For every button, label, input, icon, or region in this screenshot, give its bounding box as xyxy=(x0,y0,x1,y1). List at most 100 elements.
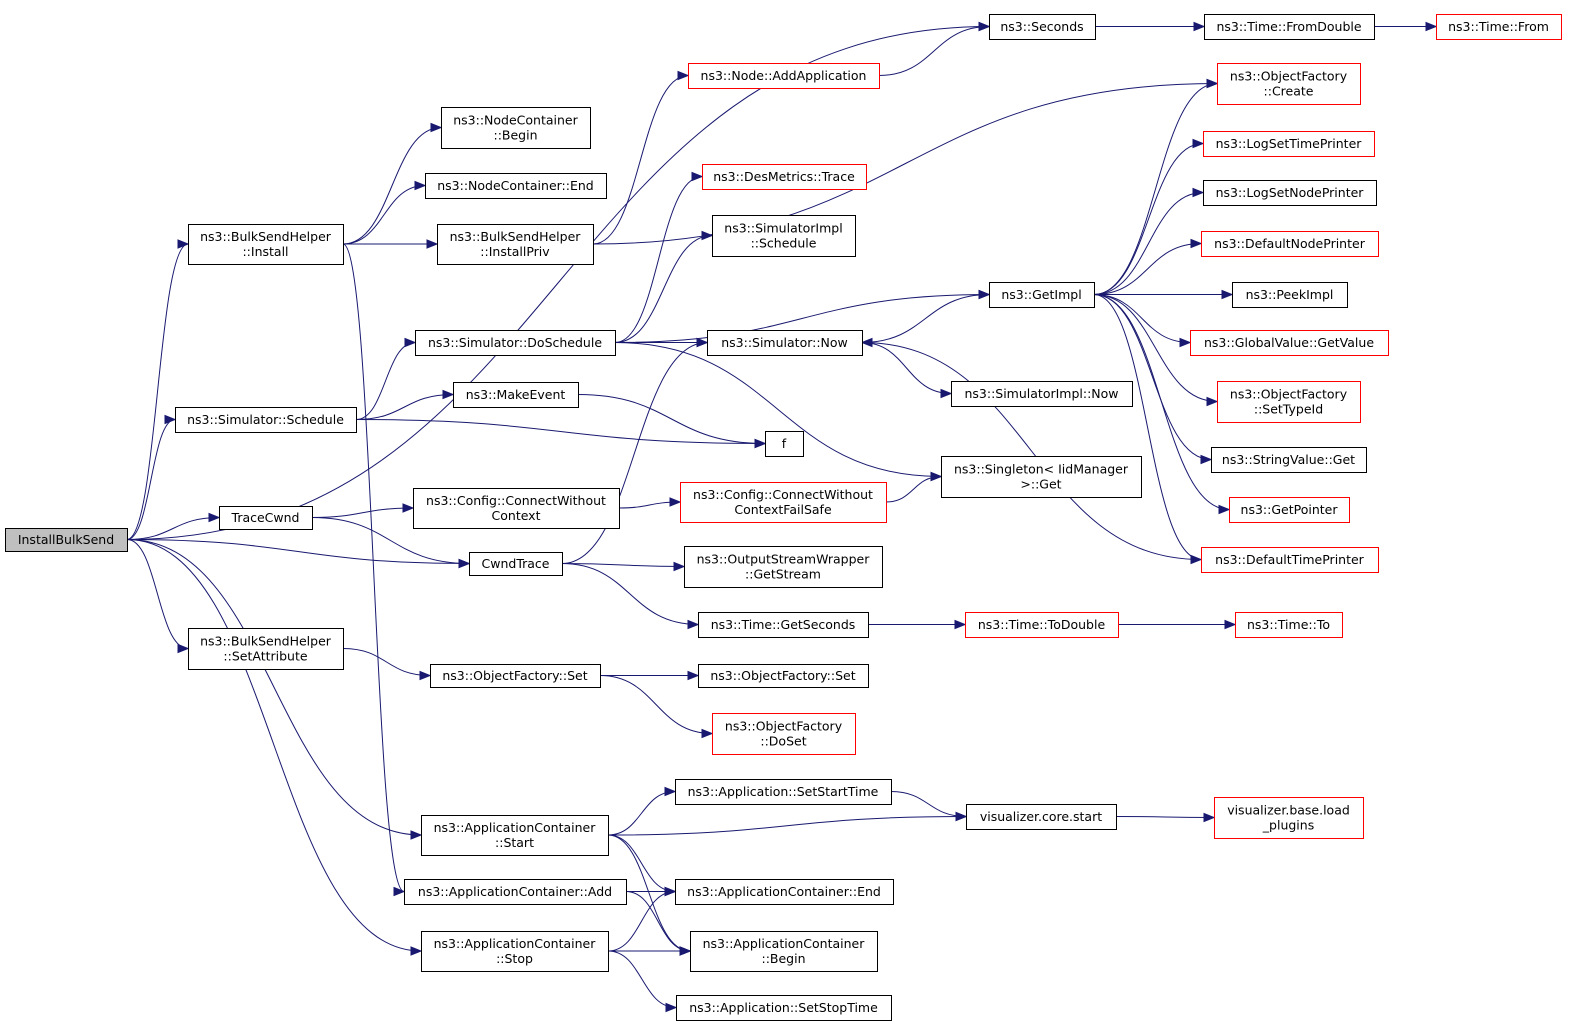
node-defaultnodeprinter[interactable]: ns3::DefaultNodePrinter xyxy=(1201,231,1379,257)
node-time-todouble[interactable]: ns3::Time::ToDouble xyxy=(965,612,1119,638)
node-box[interactable] xyxy=(712,713,856,755)
node-box[interactable] xyxy=(1436,14,1562,40)
node-applicationcontainer-start[interactable]: ns3::ApplicationContainer::Start xyxy=(421,815,609,856)
node-box[interactable] xyxy=(675,879,894,905)
node-box[interactable] xyxy=(453,382,579,408)
node-box[interactable] xyxy=(702,164,867,190)
node-box[interactable] xyxy=(989,14,1096,40)
node-box[interactable] xyxy=(684,546,883,588)
node-desmetrics-trace[interactable]: ns3::DesMetrics::Trace xyxy=(702,164,867,190)
node-objectfactory-doset[interactable]: ns3::ObjectFactory::DoSet xyxy=(712,713,856,755)
node-makeevent[interactable]: ns3::MakeEvent xyxy=(453,382,579,408)
node-box[interactable] xyxy=(415,330,616,356)
node-singleton-get[interactable]: ns3::Singleton< IidManager>::Get xyxy=(941,456,1142,498)
node-nodecontainer-end[interactable]: ns3::NodeContainer::End xyxy=(425,173,607,199)
node-box[interactable] xyxy=(1203,180,1377,206)
node-time-fromdouble[interactable]: ns3::Time::FromDouble xyxy=(1204,14,1375,40)
node-box[interactable] xyxy=(951,381,1133,407)
node-box[interactable] xyxy=(441,107,591,149)
node-outputstreamwrapper-getstream[interactable]: ns3::OutputStreamWrapper::GetStream xyxy=(684,546,883,588)
node-cwndtrace[interactable]: CwndTrace xyxy=(469,552,563,576)
node-box[interactable] xyxy=(688,63,880,89)
node-bulksendhelper-installpriv[interactable]: ns3::BulkSendHelper::InstallPriv xyxy=(437,224,594,265)
node-box[interactable] xyxy=(698,612,869,638)
node-simulator-schedule[interactable]: ns3::Simulator::Schedule xyxy=(175,407,357,433)
node-box[interactable] xyxy=(175,407,357,433)
node-box[interactable] xyxy=(421,931,609,972)
node-simulatorimpl-now[interactable]: ns3::SimulatorImpl::Now xyxy=(951,381,1133,407)
node-box[interactable] xyxy=(219,506,313,530)
node-box[interactable] xyxy=(1214,797,1364,839)
node-box[interactable] xyxy=(1217,63,1361,105)
node-box[interactable] xyxy=(5,528,128,552)
node-box[interactable] xyxy=(676,995,892,1021)
node-getpointer[interactable]: ns3::GetPointer xyxy=(1229,497,1350,523)
node-box[interactable] xyxy=(437,224,594,265)
node-box[interactable] xyxy=(1211,447,1367,473)
node-box[interactable] xyxy=(675,779,892,805)
node-application-setstoptime[interactable]: ns3::Application::SetStopTime xyxy=(676,995,892,1021)
node-getimpl[interactable]: ns3::GetImpl xyxy=(989,282,1095,308)
node-peekimpl[interactable]: ns3::PeekImpl xyxy=(1232,282,1348,308)
node-application-setstarttime[interactable]: ns3::Application::SetStartTime xyxy=(675,779,892,805)
node-box[interactable] xyxy=(1235,612,1343,638)
node-applicationcontainer-stop[interactable]: ns3::ApplicationContainer::Stop xyxy=(421,931,609,972)
node-box[interactable] xyxy=(425,173,607,199)
node-box[interactable] xyxy=(421,815,609,856)
node-box[interactable] xyxy=(1232,282,1348,308)
node-nodecontainer-begin[interactable]: ns3::NodeContainer::Begin xyxy=(441,107,591,149)
node-globalvalue-getvalue[interactable]: ns3::GlobalValue::GetValue xyxy=(1190,330,1389,356)
node-box[interactable] xyxy=(1203,131,1375,157)
node-box[interactable] xyxy=(712,215,856,257)
node-box[interactable] xyxy=(188,224,344,265)
node-box[interactable] xyxy=(941,456,1142,498)
node-seconds[interactable]: ns3::Seconds xyxy=(989,14,1096,40)
node-node-addapplication[interactable]: ns3::Node::AddApplication xyxy=(688,63,880,89)
node-box[interactable] xyxy=(188,628,344,670)
node-objectfactory-set-1[interactable]: ns3::ObjectFactory::Set xyxy=(430,664,601,688)
node-box[interactable] xyxy=(413,488,620,529)
node-time-from[interactable]: ns3::Time::From xyxy=(1436,14,1562,40)
node-stringvalue-get[interactable]: ns3::StringValue::Get xyxy=(1211,447,1367,473)
node-config-connectwithoutcontextfailsafe[interactable]: ns3::Config::ConnectWithoutContextFailSa… xyxy=(680,482,887,523)
node-simulator-now[interactable]: ns3::Simulator::Now xyxy=(707,330,863,356)
node-time-getseconds[interactable]: ns3::Time::GetSeconds xyxy=(698,612,869,638)
node-objectfactory-create[interactable]: ns3::ObjectFactory::Create xyxy=(1217,63,1361,105)
node-box[interactable] xyxy=(765,431,804,457)
node-box[interactable] xyxy=(707,330,863,356)
node-bulksendhelper-setattribute[interactable]: ns3::BulkSendHelper::SetAttribute xyxy=(188,628,344,670)
node-box[interactable] xyxy=(430,664,601,688)
node-applicationcontainer-begin[interactable]: ns3::ApplicationContainer::Begin xyxy=(690,931,878,972)
node-box[interactable] xyxy=(966,804,1117,830)
node-box[interactable] xyxy=(1229,497,1350,523)
node-tracecwnd[interactable]: TraceCwnd xyxy=(219,506,313,530)
node-visualizer-base-load-plugins[interactable]: visualizer.base.load_plugins xyxy=(1214,797,1364,839)
node-defaulttimeprinter[interactable]: ns3::DefaultTimePrinter xyxy=(1201,547,1379,573)
node-time-to[interactable]: ns3::Time::To xyxy=(1235,612,1343,638)
node-objectfactory-set-2[interactable]: ns3::ObjectFactory::Set xyxy=(698,664,869,688)
node-box[interactable] xyxy=(404,879,627,905)
node-box[interactable] xyxy=(1201,231,1379,257)
node-logsettimeprinter[interactable]: ns3::LogSetTimePrinter xyxy=(1203,131,1375,157)
node-box[interactable] xyxy=(1201,547,1379,573)
node-logsetnodeprinter[interactable]: ns3::LogSetNodePrinter xyxy=(1203,180,1377,206)
node-box[interactable] xyxy=(680,482,887,523)
node-applicationcontainer-end[interactable]: ns3::ApplicationContainer::End xyxy=(675,879,894,905)
node-box[interactable] xyxy=(1217,381,1361,423)
node-box[interactable] xyxy=(965,612,1119,638)
node-simulatorimpl-schedule[interactable]: ns3::SimulatorImpl::Schedule xyxy=(712,215,856,257)
node-bulksendhelper-install[interactable]: ns3::BulkSendHelper::Install xyxy=(188,224,344,265)
node-objectfactory-settypeid[interactable]: ns3::ObjectFactory::SetTypeId xyxy=(1217,381,1361,423)
node-box[interactable] xyxy=(698,664,869,688)
node-box[interactable] xyxy=(989,282,1095,308)
node-box[interactable] xyxy=(1204,14,1375,40)
node-box[interactable] xyxy=(469,552,563,576)
node-simulator-doschedule[interactable]: ns3::Simulator::DoSchedule xyxy=(415,330,616,356)
node-visualizer-core-start[interactable]: visualizer.core.start xyxy=(966,804,1117,830)
node-applicationcontainer-add[interactable]: ns3::ApplicationContainer::Add xyxy=(404,879,627,905)
node-box[interactable] xyxy=(1190,330,1389,356)
node-f[interactable]: f xyxy=(765,431,804,457)
node-box[interactable] xyxy=(690,931,878,972)
node-installbulksend[interactable]: InstallBulkSend xyxy=(5,528,128,552)
